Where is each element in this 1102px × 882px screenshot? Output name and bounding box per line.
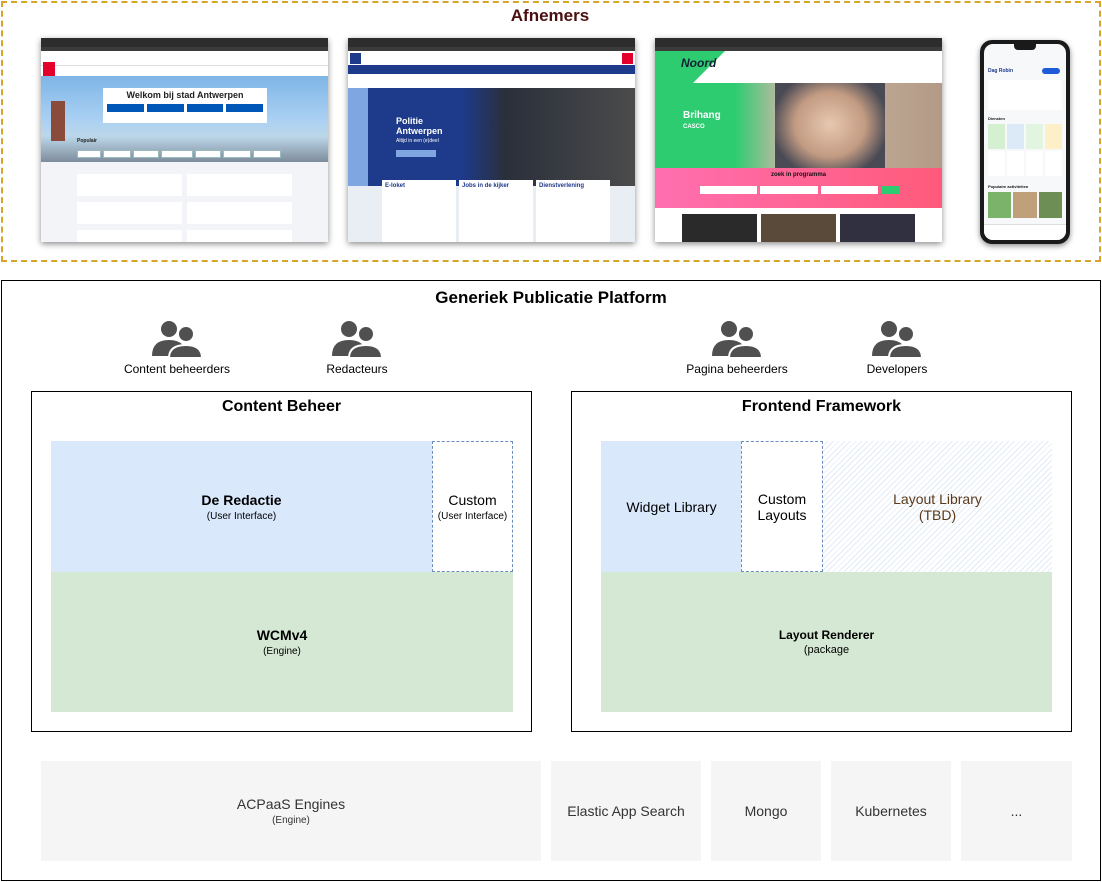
noord-search-label: zoek in programma (770, 172, 826, 178)
mobile-heading: Dag Robin (988, 68, 1013, 74)
antwerpen-logo (43, 62, 55, 76)
custom-layouts-label: Custom Layouts (757, 490, 807, 523)
screenshot-politie-antwerpen: Politie Antwerpen Altijd in een (e)deel … (348, 38, 635, 242)
role-label: Redacteurs (326, 362, 388, 376)
platform-container (1, 280, 1101, 881)
custom-ui-block: Custom (User Interface) (432, 441, 513, 572)
politie-heading: Politie Antwerpen (396, 116, 443, 136)
layout-renderer-label: Layout Renderer (778, 628, 875, 642)
layout-library-block: Layout Library (TBD) (823, 441, 1052, 572)
users-group-icon (712, 321, 762, 358)
layout-renderer-block: Layout Renderer (package (601, 572, 1052, 712)
users-group-icon (332, 321, 382, 358)
wcmv4-label: WCMv4 (256, 627, 308, 643)
acpaas-engines-label: ACPaaS Engines (236, 796, 346, 812)
politie-col-jobs: Jobs in de kijker (462, 183, 510, 189)
acpaas-engines-block: ACPaaS Engines (Engine) (41, 761, 541, 861)
noord-logo: Noord (681, 56, 717, 70)
more-label: ... (1010, 803, 1023, 819)
de-redactie-sub: (User Interface) (206, 510, 277, 522)
wcmv4-sub: (Engine) (263, 646, 301, 657)
layout-renderer-sub: (package (803, 644, 850, 656)
role-content-beheerders: Content beheerders (102, 320, 252, 376)
mobile-section-activiteiten: Populaire activiteiten (988, 184, 1029, 189)
more-block: ... (961, 761, 1072, 861)
custom-ui-sub: (User Interface) (437, 510, 508, 522)
noord-featured: Brihang (683, 110, 721, 121)
politie-subheading: Altijd in een (e)deel (396, 138, 439, 144)
kubernetes-label: Kubernetes (855, 803, 927, 819)
custom-layouts-block: Custom Layouts (741, 441, 823, 572)
role-redacteurs: Redacteurs (282, 320, 432, 376)
afnemers-title: Afnemers (510, 6, 590, 25)
mongo-block: Mongo (711, 761, 821, 861)
users-group-icon (872, 321, 922, 358)
screenshot-mobile-app: Dag Robin Diensten Populaire activiteite… (980, 40, 1070, 244)
antwerpen-heading: Welkom bij stad Antwerpen (126, 90, 244, 100)
widget-library-label: Widget Library (626, 498, 717, 515)
users-group-icon (152, 321, 202, 358)
content-beheer-title: Content Beheer (221, 398, 342, 415)
frontend-framework-title: Frontend Framework (741, 398, 902, 415)
platform-title: Generiek Publicatie Platform (435, 288, 667, 307)
widget-library-block: Widget Library (601, 441, 742, 572)
acpaas-engines-sub: (Engine) (272, 815, 310, 826)
de-redactie-block: De Redactie (User Interface) (51, 441, 432, 572)
afnemers-container (1, 1, 1101, 262)
wcmv4-block: WCMv4 (Engine) (51, 572, 513, 712)
role-label: Pagina beheerders (686, 362, 788, 376)
elastic-app-search-block: Elastic App Search (551, 761, 701, 861)
kubernetes-block: Kubernetes (831, 761, 951, 861)
politie-col-eloket: E-loket (385, 183, 406, 189)
mobile-section-diensten: Diensten (988, 116, 1005, 121)
layout-library-label: Layout Library (TBD) (893, 490, 982, 523)
role-developers: Developers (822, 320, 972, 376)
noord-featured-sub: CASCO (683, 124, 705, 130)
role-pagina-beheerders: Pagina beheerders (662, 320, 812, 376)
custom-ui-label: Custom (448, 491, 497, 508)
antwerpen-section: Populair (77, 138, 98, 144)
role-label: Developers (866, 362, 928, 376)
role-label: Content beheerders (123, 362, 231, 376)
mongo-label: Mongo (744, 803, 788, 819)
screenshot-noord: Noord Brihang CASCO zoek in programma (655, 38, 942, 242)
de-redactie-label: De Redactie (201, 491, 282, 508)
politie-col-dienst: Dienstverlening (539, 183, 585, 189)
elastic-app-search-label: Elastic App Search (567, 803, 685, 819)
screenshot-stad-antwerpen: Welkom bij stad Antwerpen Populair (41, 38, 328, 242)
